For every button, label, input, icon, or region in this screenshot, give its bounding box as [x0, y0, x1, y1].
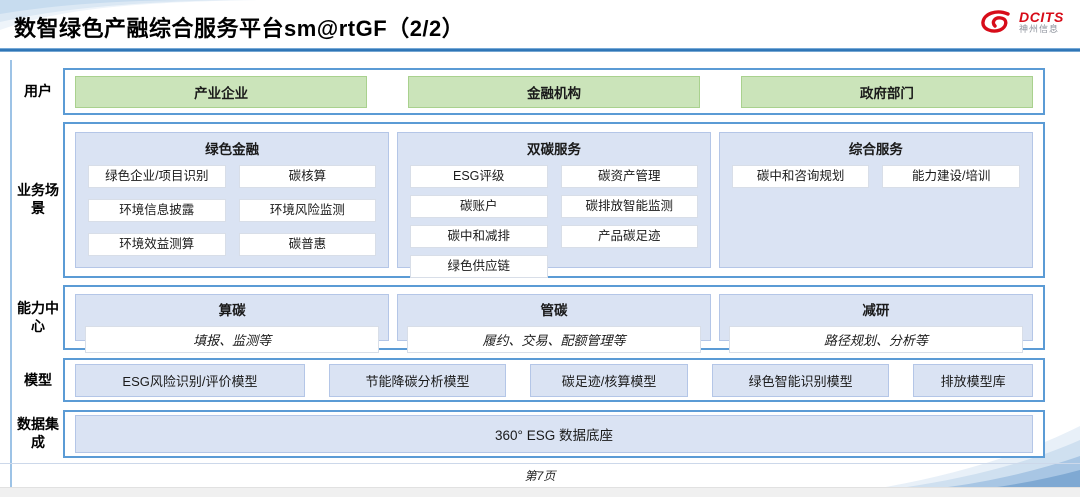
scenario-item: 碳中和减排: [409, 225, 548, 248]
page-title: 数智绿色产融综合服务平台sm@rtGF（2/2）: [14, 16, 465, 41]
scenario-item: 碳普惠: [238, 233, 377, 256]
column-title: 绿色金融: [205, 142, 260, 157]
scenario-item: 能力建设/培训: [882, 165, 1020, 188]
capability-title: 管碳: [540, 303, 568, 318]
esg-data-base: 360° ESG 数据底座: [75, 415, 1033, 453]
scenario-item: 环境信息披露: [88, 199, 226, 222]
bottom-strip: [0, 487, 1080, 497]
logo-subbrand-text: 神州信息: [1019, 23, 1060, 34]
row-label-business-scenarios: 业务场景: [17, 182, 59, 217]
scenario-item: 绿色供应链: [409, 255, 548, 278]
row-label-models: 模型: [24, 372, 52, 388]
models-row-container: ESG风险识别/评价模型 节能降碳分析模型 碳足迹/核算模型 绿色智能识别模型 …: [63, 358, 1045, 402]
scenario-item: 碳资产管理: [560, 165, 699, 188]
logo-brand-text: DCITS: [1019, 8, 1064, 25]
row-label-capability-center: 能力中心: [17, 300, 59, 335]
users-row-container: 产业企业 金融机构 政府部门: [63, 68, 1045, 115]
row-label-data-integration: 数据集成: [17, 416, 59, 451]
scenario-item: 碳账户: [409, 195, 548, 218]
capability-carbon-management: 管碳 履约、交易、配额管理等: [396, 294, 712, 353]
data-integration-row-container: 360° ESG 数据底座: [63, 410, 1045, 458]
scenario-item: 产品碳足迹: [560, 225, 699, 248]
capability-description: 路径规划、分析等: [728, 326, 1023, 353]
column-title: 综合服务: [848, 142, 903, 157]
scenario-item: 环境风险监测: [238, 199, 377, 222]
footer-divider: [0, 463, 1080, 464]
dcits-logo-icon: [981, 10, 1010, 33]
column-green-finance: 绿色金融 绿色企业/项目识别 碳核算 环境信息披露 环境风险监测 环境效益测算 …: [75, 132, 390, 268]
model-carbon-footprint: 碳足迹/核算模型: [530, 363, 689, 397]
scenario-item: 绿色企业/项目识别: [88, 165, 226, 188]
scenario-item: 碳中和咨询规划: [731, 165, 870, 188]
model-emission-library: 排放模型库: [913, 363, 1033, 397]
scenario-item: 碳核算: [238, 165, 377, 188]
user-box-government-department: 政府部门: [740, 75, 1033, 108]
scenario-item: ESG评级: [409, 165, 548, 188]
left-accent-line: [10, 60, 12, 488]
row-label-users: 用户: [24, 83, 52, 99]
column-comprehensive-services: 综合服务 碳中和咨询规划 能力建设/培训: [718, 132, 1033, 268]
column-title: 双碳服务: [527, 142, 581, 157]
model-energy-saving: 节能降碳分析模型: [328, 363, 507, 397]
capability-title: 减研: [862, 303, 890, 318]
capability-center-row-container: 算碳 填报、监测等 管碳 履约、交易、配额管理等 减研 路径规划、分析等: [63, 285, 1045, 353]
scenario-item: 碳排放智能监测: [560, 195, 699, 218]
title-underline: [0, 48, 1080, 52]
page-number: 第7页: [524, 469, 556, 483]
capability-title: 算碳: [218, 303, 246, 318]
company-logo: DCITS 神州信息: [980, 9, 1064, 35]
user-box-financial-institution: 金融机构: [407, 75, 701, 108]
column-dual-carbon-services: 双碳服务 ESG评级 碳资产管理 碳账户 碳排放智能监测 碳中和减排 产品碳足迹…: [396, 132, 712, 278]
capability-carbon-accounting: 算碳 填报、监测等: [75, 294, 390, 353]
user-box-industrial-enterprise: 产业企业: [75, 75, 368, 108]
model-esg-risk: ESG风险识别/评价模型: [75, 363, 305, 397]
capability-reduction-research: 减研 路径规划、分析等: [718, 294, 1033, 353]
model-green-recognition: 绿色智能识别模型: [712, 363, 890, 397]
scenario-item: 环境效益测算: [88, 233, 226, 256]
capability-description: 履约、交易、配额管理等: [406, 326, 702, 353]
business-scenarios-row-container: 绿色金融 绿色企业/项目识别 碳核算 环境信息披露 环境风险监测 环境效益测算 …: [63, 122, 1045, 278]
capability-description: 填报、监测等: [85, 326, 380, 353]
